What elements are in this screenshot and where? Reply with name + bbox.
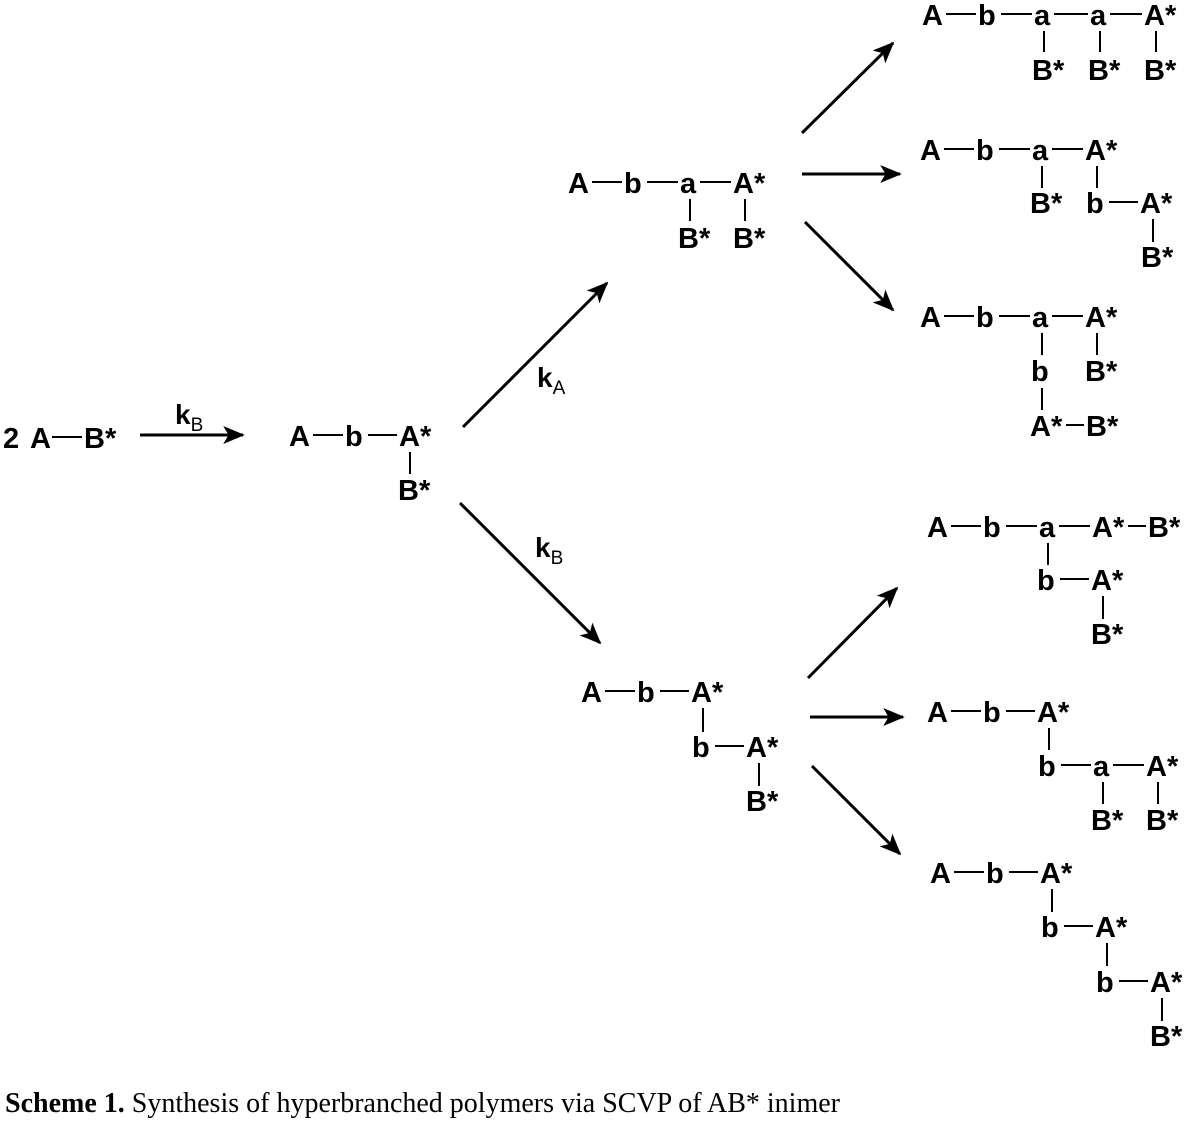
group-label: b [983,697,1001,729]
group-label: b [624,168,642,200]
group-label: A [289,421,310,453]
group-label: A* [733,168,766,200]
group-label: a [1090,0,1107,32]
group-label: B* [84,423,117,455]
group-label: B* [678,223,711,255]
structure-product-4: A b a A* B* b A* B* [927,512,1181,651]
group-label: b [637,677,655,709]
group-label: B* [398,475,431,507]
group-label: B* [1146,805,1179,837]
group-label: a [1093,751,1110,783]
group-label: A [581,677,602,709]
reaction-arrow [810,764,902,856]
group-label: b [983,512,1001,544]
structure-trimer-upper: A b a A* B* B* [568,168,766,255]
group-label: A* [691,677,724,709]
group-label: b [976,302,994,334]
group-label: B* [1030,188,1063,220]
group-label: A [927,697,948,729]
group-label: A* [1092,512,1125,544]
group-label: b [1096,967,1114,999]
group-label: A [920,302,941,334]
group-label: b [986,858,1004,890]
group-label: B* [1091,805,1124,837]
group-label: A* [1040,858,1073,890]
structure-trimer-lower: A b A* b A* B* [581,677,779,818]
structure-dimer: A b A* B* [289,421,432,507]
group-label: A* [1030,411,1063,443]
rate-constant-label: kA [537,362,566,399]
group-label: A* [399,421,432,453]
group-label: A [568,168,589,200]
group-label: b [1031,356,1049,388]
structure-product-3: A b a A* b B* A* B* [920,302,1119,443]
group-label: b [978,0,996,32]
reaction-arrow [458,501,602,645]
group-label: B* [1086,411,1119,443]
reaction-arrow [461,281,609,429]
structure-product-5: A b A* b a A* B* B* [927,697,1179,837]
group-label: A* [1144,0,1177,32]
group-label: A* [1091,565,1124,597]
group-label: B* [746,786,779,818]
group-label: A [920,135,941,167]
group-label: b [976,135,994,167]
rate-constant-initial: kB [175,399,203,436]
group-label: a [1032,302,1049,334]
group-label: b [1037,565,1055,597]
group-label: A* [1085,302,1118,334]
rate-constant-lower: kB [535,532,563,569]
group-label: B* [1088,55,1121,87]
group-label: a [1034,0,1051,32]
group-label: a [1039,512,1056,544]
group-label: A* [1095,912,1128,944]
group-label: A [930,858,951,890]
group-label: A [30,423,51,455]
scheme-caption: Scheme 1. Synthesis of hyperbranched pol… [5,1088,840,1120]
group-label: B* [1085,356,1118,388]
group-label: b [1038,751,1056,783]
rate-constant-upper: kA [537,362,566,399]
group-label: a [680,168,697,200]
reactant-coefficient: 2 [3,423,19,455]
reaction-arrow [800,41,895,135]
reaction-arrow [803,220,895,312]
group-label: A* [746,732,779,764]
group-label: A* [1150,967,1183,999]
rate-constant-label: kB [535,532,563,569]
group-label: B* [1032,55,1065,87]
group-label: A* [1085,135,1118,167]
group-label: A [927,512,948,544]
rate-constant-label: kB [175,399,203,436]
group-label: b [1041,912,1059,944]
group-label: B* [1150,1021,1183,1053]
group-label: B* [1144,55,1177,87]
group-label: B* [1148,512,1181,544]
reaction-arrow [806,586,899,680]
group-label: A* [1146,751,1179,783]
group-label: b [345,421,363,453]
structure-product-1: A b a a A* B* B* B* [922,0,1177,87]
group-label: b [1086,188,1104,220]
group-label: a [1032,135,1049,167]
structure-product-6: A b A* b A* b A* B* [930,858,1183,1053]
group-label: A* [1140,188,1173,220]
group-label: A [922,0,943,32]
structure-product-2: A b a A* B* b A* B* [920,135,1174,274]
group-label: A* [1037,697,1070,729]
caption-text: Synthesis of hyperbranched polymers via … [131,1088,840,1119]
group-label: B* [1091,619,1124,651]
reactant-ab-inimer: 2 A B* [3,423,117,455]
group-label: B* [733,223,766,255]
group-label: b [692,732,710,764]
caption-label: Scheme 1. [5,1088,125,1119]
group-label: B* [1141,242,1174,274]
